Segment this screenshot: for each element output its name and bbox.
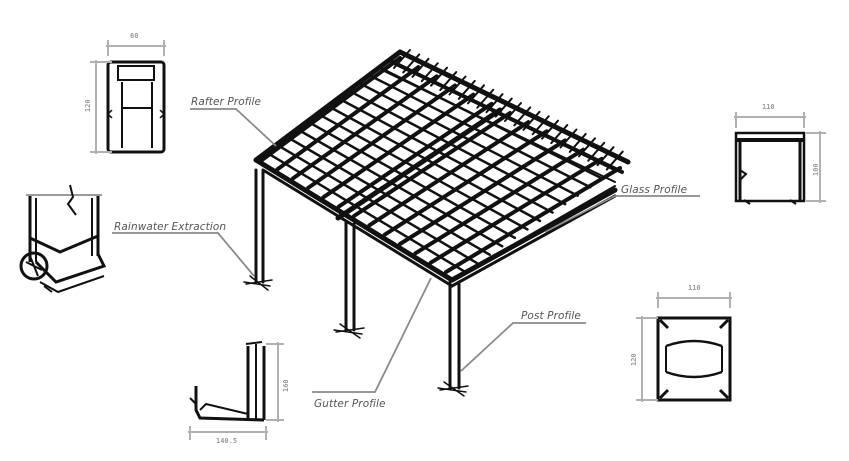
post-left	[243, 168, 273, 291]
rafter-beam	[382, 129, 549, 237]
roof-crossbar	[316, 112, 529, 231]
roof-crossbar	[347, 89, 567, 206]
rafters	[260, 56, 622, 274]
ridge-slat	[411, 57, 430, 78]
ridge-slat	[568, 132, 587, 153]
ridge-slat	[393, 49, 411, 69]
roof-crossbar	[285, 135, 491, 256]
roof-slats	[393, 49, 624, 171]
ridge-slat	[531, 115, 550, 136]
rafter-beam	[444, 166, 622, 274]
leader-glass	[544, 195, 700, 233]
roof-crossbar	[378, 66, 605, 181]
post-profile-dims	[636, 292, 732, 402]
leader-rafter	[190, 108, 277, 147]
glass-width-dim: 110	[762, 103, 775, 111]
rafter-beam	[290, 74, 439, 181]
rafter-profile-label: Rafter Profile	[191, 96, 262, 108]
leader-gutter	[312, 277, 432, 393]
rafter-beam	[398, 138, 567, 246]
ridge-slat	[587, 141, 606, 162]
gutter-height-dim: 160	[282, 379, 290, 392]
post-middle	[333, 220, 365, 339]
ridge-slat	[457, 79, 476, 100]
roof-crossbar	[326, 104, 542, 223]
roof-crossbar	[337, 97, 554, 214]
pergola-structure	[243, 49, 631, 397]
gutter-edge	[451, 185, 616, 281]
rafter-height-dim: 120	[84, 99, 92, 112]
rafter-beam	[428, 156, 604, 265]
rafter-beam	[367, 120, 531, 228]
ridge-slat	[578, 137, 596, 158]
rafter-beam	[413, 147, 586, 256]
glass-profile-detail	[734, 131, 806, 205]
leader-lines	[112, 108, 700, 393]
ridge-slat	[522, 110, 541, 131]
ridge-slat	[485, 93, 504, 114]
rafter-beam	[352, 111, 512, 218]
rafter-width-dim: 60	[130, 32, 139, 40]
post-front	[437, 280, 469, 397]
rainwater-extraction-label: Rainwater Extraction	[114, 221, 227, 233]
rafter-beam	[306, 83, 457, 190]
roof-crossbar	[388, 58, 617, 172]
ridge-slat	[467, 84, 485, 105]
ridge-slat	[448, 75, 467, 96]
leader-rainwater	[112, 232, 255, 277]
ridge-slat	[605, 150, 624, 171]
roof-crossbar	[357, 81, 579, 197]
post-height-dim: 120	[630, 353, 638, 366]
ridge-slat	[402, 53, 421, 74]
rafter-beam	[321, 92, 476, 200]
ridge-slat	[420, 62, 439, 83]
ridge-slat	[439, 71, 458, 92]
ridge-slat	[596, 146, 615, 167]
roof-crossbar	[265, 151, 466, 273]
rafter-profile-dims	[90, 40, 166, 154]
gutter-width-dim: 140.5	[216, 437, 238, 445]
center-beam	[335, 107, 503, 221]
rafter-beam	[336, 101, 494, 209]
post-profile-label: Post Profile	[521, 310, 581, 322]
leader-post	[460, 322, 586, 372]
roof-crossbar	[295, 127, 504, 248]
glass-height-dim: 100	[812, 163, 820, 176]
glass-profile-dims	[734, 112, 826, 203]
rafter-profile-detail	[106, 60, 166, 154]
ridge-slat	[559, 128, 578, 149]
ridge-slat	[476, 88, 495, 109]
gutter-profile-dims	[188, 342, 284, 440]
ridge-slat	[541, 119, 559, 140]
roof-crossbar	[275, 143, 479, 265]
rainwater-extraction-detail	[19, 184, 107, 294]
roof-crossbar	[367, 73, 592, 189]
glass-profile-label: Glass Profile	[621, 184, 688, 196]
gutter-profile-detail	[189, 341, 266, 422]
gutter-profile-label: Gutter Profile	[314, 398, 386, 410]
ridge-slat	[550, 124, 569, 145]
rafter-beam	[275, 65, 421, 172]
ridge-slat	[430, 66, 448, 87]
ridge-slat	[513, 106, 532, 127]
post-profile-detail	[656, 316, 732, 402]
post-width-dim: 110	[688, 284, 701, 292]
roof-crossbar	[306, 120, 517, 240]
ridge-slat	[494, 97, 513, 118]
ridge-slat	[504, 102, 522, 122]
